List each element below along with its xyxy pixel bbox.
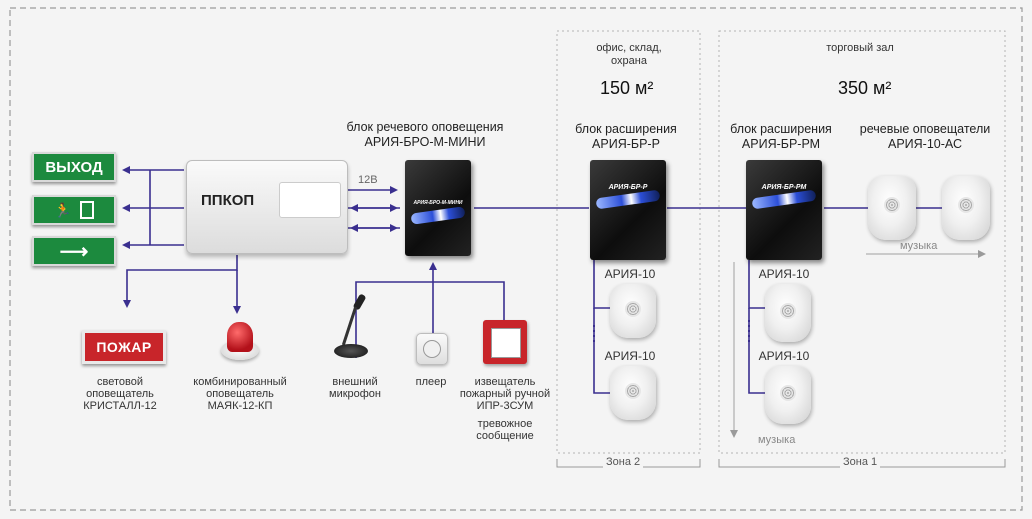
exit-sign-text: ВЫХОД	[45, 158, 103, 176]
running-man-icon: 🏃	[32, 195, 116, 225]
fire-sign-text: ПОЖАР	[96, 339, 152, 355]
zone2-expansion-block: АРИЯ-БР-Р	[590, 160, 666, 260]
kristall-caption-3: КРИСТАЛЛ-12	[83, 400, 157, 412]
wall-speaker-icon	[610, 284, 656, 338]
bro-title-line1: блок речевого оповещения	[346, 120, 504, 134]
zone2-label: Зона 2	[603, 456, 644, 468]
player-icon	[416, 333, 448, 365]
zone1-block-line1: блок расширения	[730, 122, 832, 136]
zone1-brand: АРИЯ-БР-РМ	[761, 184, 807, 191]
bro-title-line2: АРИЯ-БРО-М-МИНИ	[364, 135, 486, 149]
mayak-caption-3: МАЯК-12-КП	[207, 400, 273, 412]
zone1-music-bottom: музыка	[758, 434, 796, 446]
wall-speaker-icon	[610, 366, 656, 420]
zone2-speaker-a-label: АРИЯ-10	[604, 267, 656, 281]
zone1-frame	[718, 30, 1006, 454]
zone2-speaker-b-label: АРИЯ-10	[604, 349, 656, 363]
zone2-desc-line2: охрана	[611, 55, 647, 67]
kristall-caption-1: световой	[97, 376, 143, 388]
zone1-speakers-line1: речевые оповещатели	[859, 122, 991, 136]
mayak-caption-1: комбинированный	[193, 376, 287, 388]
zone2-brand: АРИЯ-БР-Р	[608, 184, 648, 191]
voltage-label: 12В	[358, 174, 378, 186]
ipr-caption-2: пожарный ручной	[459, 388, 551, 400]
mic-caption-1: внешний	[332, 376, 378, 388]
zone1-speakers-line2: АРИЯ-10-АС	[887, 137, 962, 151]
zone2-area: 150 м²	[600, 78, 654, 98]
outer-frame	[9, 7, 1023, 511]
wall-speaker-icon	[765, 284, 811, 342]
alarm-caption-2: сообщение	[476, 430, 534, 442]
alarm-caption-1: тревожное	[477, 418, 533, 430]
arrow-right-icon: ⟶	[32, 236, 116, 266]
fire-sign-icon: ПОЖАР	[82, 330, 166, 364]
ppkop-window	[279, 182, 341, 218]
mic-caption-2: микрофон	[329, 388, 381, 400]
zone2-block-line1: блок расширения	[575, 122, 677, 136]
zone1-area: 350 м²	[838, 78, 892, 98]
bro-device: АРИЯ-БРО-М-МИНИ	[405, 160, 471, 256]
ipr-caption-3: ИПР-3СУМ	[476, 400, 534, 412]
zone1-desc: торговый зал	[826, 42, 894, 54]
wall-speaker-icon	[942, 176, 990, 240]
ipr-caption-1: извещатель	[474, 376, 536, 388]
zone1-speaker-b-label: АРИЯ-10	[758, 349, 810, 363]
wall-speaker-icon	[765, 366, 811, 424]
ppkop-label: ППКОП	[201, 192, 255, 209]
ppkop-panel: ППКОП	[186, 160, 348, 254]
wall-speaker-icon	[868, 176, 916, 240]
zone2-desc-line1: офис, склад,	[596, 42, 662, 54]
zone1-music-top: музыка	[900, 240, 938, 252]
call-point-icon	[483, 320, 527, 364]
zone1-expansion-block: АРИЯ-БР-РМ	[746, 160, 822, 260]
zone1-speaker-a-label: АРИЯ-10	[758, 267, 810, 281]
player-caption: плеер	[415, 376, 447, 388]
zone1-block-line2: АРИЯ-БР-РМ	[741, 137, 821, 151]
mayak-caption-2: оповещатель	[206, 388, 274, 400]
siren-icon	[218, 320, 262, 364]
exit-sign-icon: ВЫХОД	[32, 152, 116, 182]
microphone-icon	[328, 292, 378, 364]
zone1-label: Зона 1	[840, 456, 881, 468]
kristall-caption-2: оповещатель	[86, 388, 154, 400]
zone2-block-line2: АРИЯ-БР-Р	[592, 137, 660, 151]
zone2-frame	[556, 30, 701, 454]
bro-brand: АРИЯ-БРО-М-МИНИ	[413, 200, 463, 206]
